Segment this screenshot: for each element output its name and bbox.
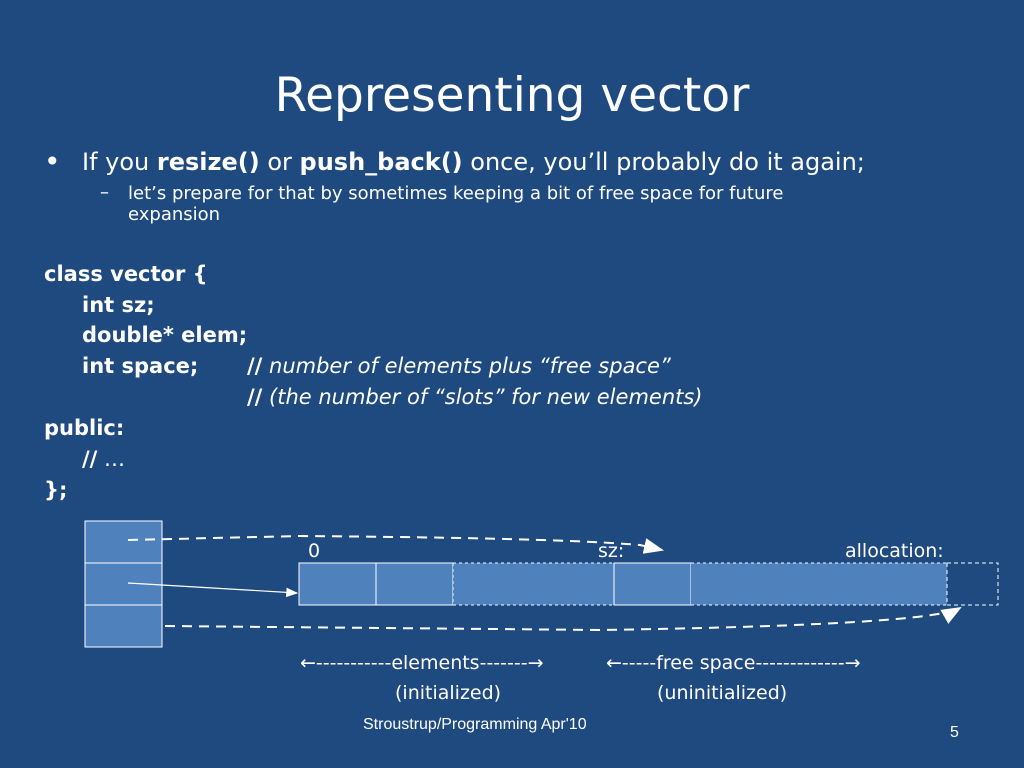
comment-marker: //: [247, 354, 263, 378]
subbullet-text-line1: let’s prepare for that by sometimes keep…: [128, 183, 784, 204]
slide-footer: Stroustrup/Programming Apr'10: [363, 716, 587, 733]
free-space-range-label: ←-----free space-------------→: [606, 652, 861, 674]
sz-dashed-arrow: [127, 534, 664, 554]
subbullet-marker: –: [100, 182, 109, 203]
space-dashed-arrow: [164, 607, 962, 632]
array-cell: [298, 562, 377, 606]
label-zero: 0: [308, 540, 321, 562]
elem-pointer-arrow: [127, 582, 299, 598]
code-member-sz: int sz;: [82, 293, 155, 317]
array-cell-wide: [453, 563, 614, 605]
page-number: 5: [950, 724, 959, 741]
comment-marker: //: [82, 447, 98, 471]
code-comment-ellipsis: // …: [82, 444, 125, 474]
comment-text: (the number of “slots” for new elements): [262, 385, 703, 409]
bullet-marker: •: [44, 145, 61, 178]
bullet-prefix: If you: [82, 148, 157, 176]
label-allocation: allocation:: [845, 540, 944, 562]
label-sz: sz:: [598, 540, 625, 562]
field-sz-cell: [84, 520, 163, 564]
bullet-text: If you resize() or push_back() once, you…: [82, 145, 865, 179]
code-resize: resize(): [156, 148, 260, 176]
uninitialized-label: (uninitialized): [657, 682, 788, 704]
code-comment-2: // (the number of “slots” for new elemen…: [247, 382, 703, 412]
elements-range-label: ←-----------elements-------→: [300, 652, 544, 674]
code-class-close: };: [44, 478, 68, 502]
comment-text: number of elements plus “free space”: [262, 354, 671, 378]
free-space-block: [691, 563, 947, 605]
code-member-space: int space;: [82, 354, 199, 378]
element-array: [298, 562, 999, 606]
allocation-end-cell: [946, 562, 999, 606]
array-cell-sz-boundary: [613, 562, 692, 606]
bullet-mid: or: [259, 148, 300, 176]
code-comment-1: // number of elements plus “free space”: [247, 351, 671, 381]
code-member-elem: double* elem;: [82, 323, 248, 347]
code-push-back: push_back(): [299, 148, 463, 176]
slide-title: Representing vector: [274, 68, 750, 123]
bullet-suffix: once, you’ll probably do it again;: [462, 148, 865, 176]
subbullet-text-line2: expansion: [128, 204, 221, 225]
initialized-label: (initialized): [395, 682, 502, 704]
array-cell: [375, 562, 454, 606]
comment-marker: //: [247, 385, 263, 409]
code-public: public:: [44, 416, 125, 440]
code-class-open: class vector {: [44, 262, 208, 286]
ellipsis-text: …: [97, 447, 126, 471]
field-space-cell: [84, 604, 163, 648]
